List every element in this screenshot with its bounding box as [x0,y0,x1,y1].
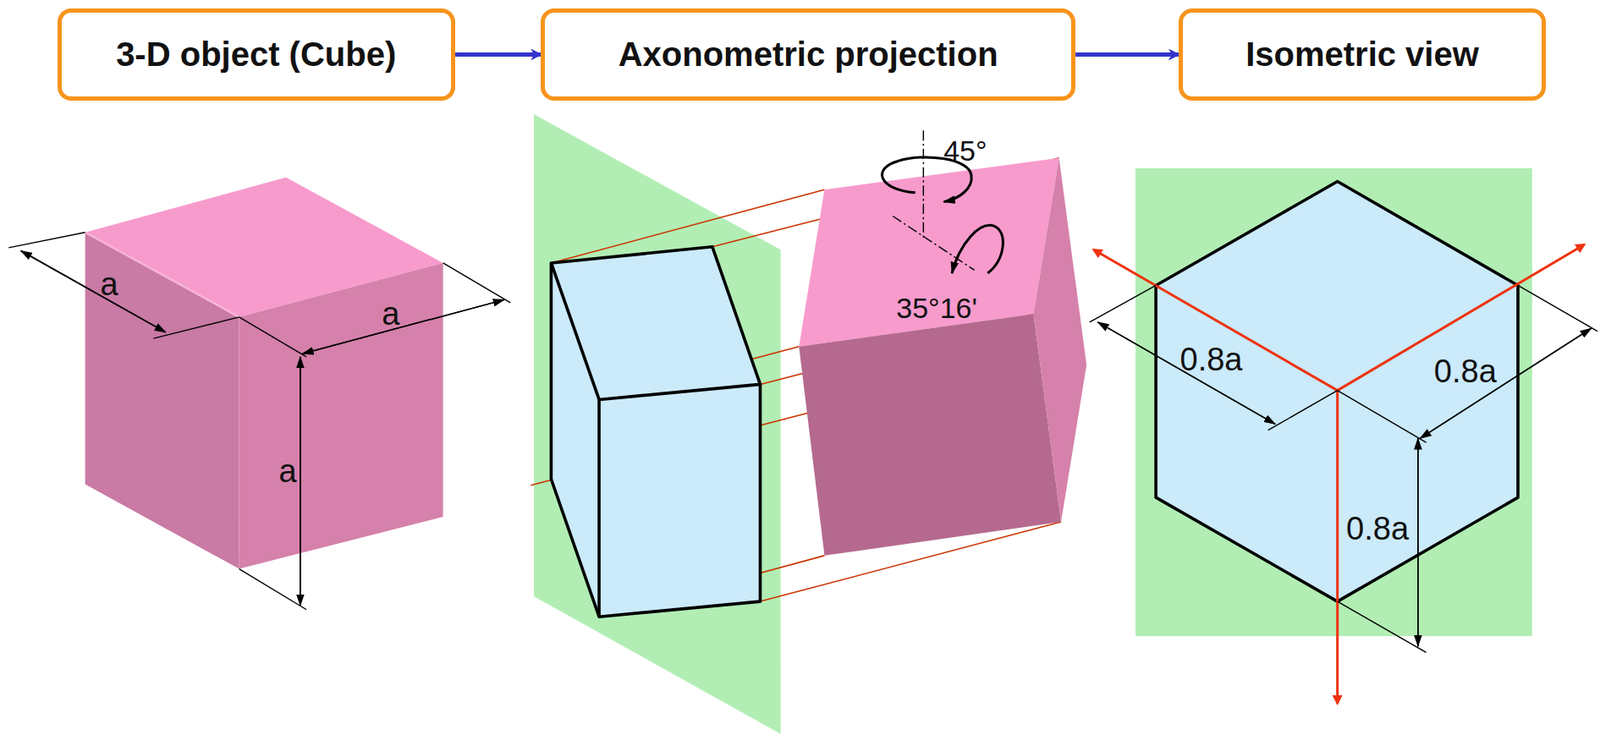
rotation-symbols [882,130,1004,274]
dimension-label: 0.8a [1346,512,1409,545]
dimension-label: 0.8a [1434,355,1497,388]
stage-title: Isometric view [1245,35,1480,74]
projection-plane [1135,168,1533,637]
dimension-label: a [279,455,297,488]
flow-arrow [1075,52,1179,57]
dimension-label: 0.8a [1180,343,1243,376]
projection-plane [533,114,781,735]
stage-title: Axonometric projection [618,35,999,74]
stage-box: Axonometric projection [540,8,1076,102]
angle-label: 35°16' [896,293,978,323]
flow-arrow [455,52,541,57]
cube [85,177,444,570]
angle-label: 45° [943,136,987,165]
stage-box: 3-D object (Cube) [57,8,456,102]
projection-rays [530,158,1062,617]
dimension-label: a [99,268,118,301]
stage-title: 3-D object (Cube) [115,35,396,74]
isometric-axes [1094,244,1585,704]
stage-box: Isometric view [1178,8,1546,102]
rotated-cube [798,158,1087,556]
dimension-lines [1089,285,1598,653]
dimension-lines [8,232,511,611]
dimension-label: a [381,297,400,330]
projected-cube [550,247,760,618]
